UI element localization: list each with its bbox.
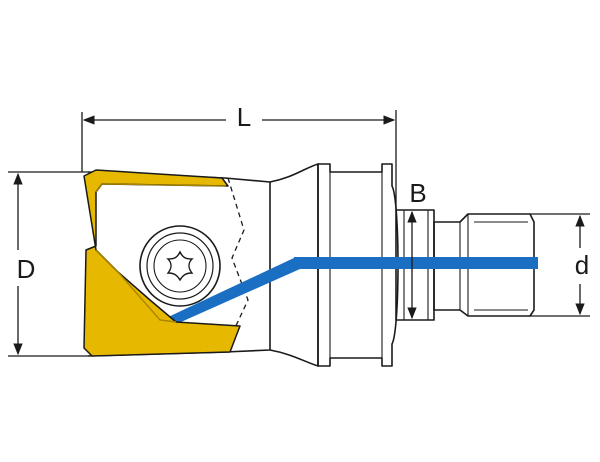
dimension-bore: B bbox=[407, 178, 427, 320]
dimension-length-label: L bbox=[237, 102, 251, 132]
dimension-shank: d bbox=[530, 213, 590, 317]
dimension-diameter: D bbox=[8, 171, 88, 357]
dimension-diameter-label: D bbox=[17, 254, 36, 284]
dimension-length: L bbox=[81, 102, 397, 210]
threaded-shank bbox=[433, 213, 535, 317]
torx-screw-icon bbox=[139, 225, 221, 307]
cutting-insert bbox=[83, 169, 241, 357]
dimension-bore-label: B bbox=[409, 178, 426, 208]
dimension-shank-label: d bbox=[575, 250, 589, 280]
